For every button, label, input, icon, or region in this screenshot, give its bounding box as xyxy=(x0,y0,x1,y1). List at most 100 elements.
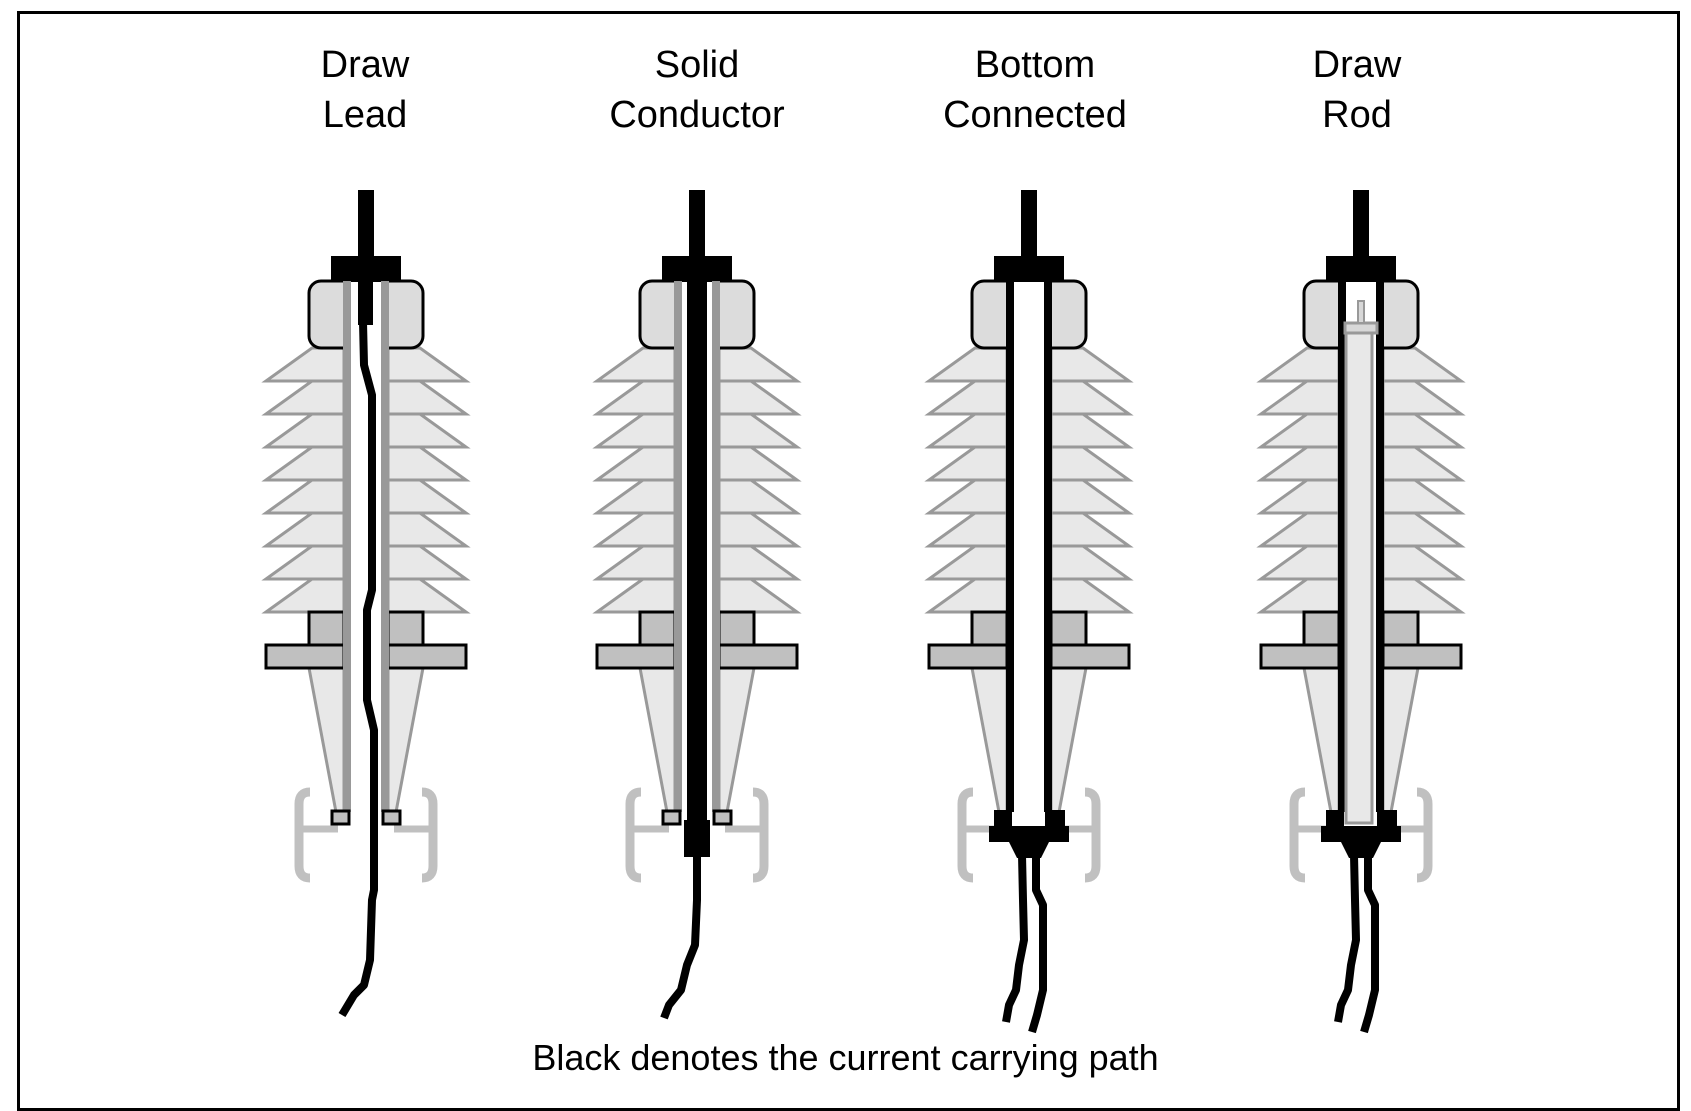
shed-right xyxy=(386,379,471,416)
flange-plate-left xyxy=(264,643,346,670)
bracket-right xyxy=(752,787,769,883)
shed-right xyxy=(1381,379,1466,416)
shed-left xyxy=(1256,478,1341,515)
top-terminal-stud xyxy=(1353,190,1369,260)
tube-wall-right xyxy=(1376,280,1384,812)
shed-right xyxy=(1381,577,1466,614)
shed-left xyxy=(1256,346,1341,383)
bushing-solid-conductor xyxy=(592,190,802,1020)
solid-conductor-rod xyxy=(687,280,707,825)
bushing-draw-lead xyxy=(261,190,471,1018)
shed-right xyxy=(386,478,471,515)
title-line-1: Draw xyxy=(1312,44,1402,86)
shed-right xyxy=(386,346,471,383)
shed-right xyxy=(1381,412,1466,449)
tube-wall-left xyxy=(1338,280,1346,812)
flange-collar-right xyxy=(1381,610,1420,647)
shed-right xyxy=(717,379,802,416)
shed-right xyxy=(386,445,471,482)
tube-wall-left xyxy=(1006,280,1014,812)
flange-plate-left xyxy=(927,643,1009,670)
lower-cone-left xyxy=(638,666,677,814)
shed-left xyxy=(1256,511,1341,548)
flange-plate-right xyxy=(386,643,468,670)
tube-wall-right xyxy=(1044,280,1052,812)
flange-collar-right xyxy=(386,610,425,647)
lead-cable xyxy=(660,855,701,1020)
shed-right xyxy=(386,577,471,614)
flange-collar-left xyxy=(638,610,677,647)
title-line-2: Connected xyxy=(943,94,1127,136)
flange-plate-right xyxy=(1049,643,1131,670)
shed-left xyxy=(592,544,677,581)
bore-lower xyxy=(1008,348,1050,828)
draw-rod xyxy=(1344,331,1374,825)
flange-collar-left xyxy=(1302,610,1341,647)
shed-left xyxy=(1256,445,1341,482)
shed-left xyxy=(924,478,1009,515)
lower-cone-right xyxy=(386,666,425,814)
title-bottom-connected: Bottom Connected xyxy=(885,40,1185,140)
bracket-right xyxy=(421,787,438,883)
shed-right xyxy=(1049,412,1134,449)
tube-end-right xyxy=(381,809,402,826)
lower-cone-left xyxy=(307,666,346,814)
bracket-right xyxy=(1416,787,1433,883)
draw-lead-cable xyxy=(338,321,378,1018)
bushing-bottom-connected xyxy=(924,190,1134,1034)
shed-right xyxy=(1049,544,1134,581)
bushing-draw-rod xyxy=(1256,190,1466,1034)
title-draw-lead: Draw Lead xyxy=(215,40,515,140)
flange-plate-right xyxy=(717,643,799,670)
shed-right xyxy=(717,445,802,482)
bottom-terminal-neck xyxy=(1341,842,1381,858)
top-terminal-block xyxy=(331,256,401,281)
shed-left xyxy=(592,412,677,449)
bottom-block-right xyxy=(1377,810,1397,826)
flange-collar-left xyxy=(307,610,346,647)
shed-left xyxy=(261,346,346,383)
bottom-block-left xyxy=(994,810,1012,826)
shed-left xyxy=(924,511,1009,548)
bracket-left xyxy=(625,787,642,883)
title-line-1: Bottom xyxy=(974,44,1096,86)
mounting-bracket xyxy=(294,787,438,883)
shed-left xyxy=(261,511,346,548)
lower-cone-right xyxy=(1381,666,1420,814)
draw-lead-connector xyxy=(358,280,373,325)
shed-left xyxy=(1256,577,1341,614)
draw-rod-stem xyxy=(1357,300,1365,324)
flange-plate-right xyxy=(1381,643,1463,670)
shed-left xyxy=(924,445,1009,482)
shed-left xyxy=(261,577,346,614)
bottom-terminal-neck xyxy=(1009,842,1049,858)
top-terminal-stud xyxy=(689,190,705,260)
bracket-left xyxy=(294,787,311,883)
mounting-bracket xyxy=(625,787,769,883)
flange-plate-left xyxy=(1259,643,1341,670)
shed-left xyxy=(592,379,677,416)
title-line-2: Rod xyxy=(1322,94,1392,136)
shed-left xyxy=(924,577,1009,614)
top-terminal-block xyxy=(994,256,1064,281)
shed-left xyxy=(261,544,346,581)
shed-left xyxy=(592,478,677,515)
top-terminal-block xyxy=(1326,256,1396,281)
bore-lower xyxy=(345,348,387,828)
shed-left xyxy=(924,544,1009,581)
shed-right xyxy=(717,346,802,383)
title-solid-conductor: Solid Conductor xyxy=(547,40,847,140)
shed-left xyxy=(261,412,346,449)
tube-wall-right xyxy=(712,280,720,812)
shed-right xyxy=(717,577,802,614)
bottom-terminal-plate xyxy=(989,826,1069,842)
shed-right xyxy=(386,412,471,449)
shed-left xyxy=(1256,412,1341,449)
tube-end-right xyxy=(712,809,733,826)
shed-right xyxy=(1381,346,1466,383)
shed-right xyxy=(717,544,802,581)
shed-right xyxy=(717,478,802,515)
shed-right xyxy=(1049,346,1134,383)
shed-left xyxy=(1256,544,1341,581)
tube-end-left xyxy=(330,809,351,826)
